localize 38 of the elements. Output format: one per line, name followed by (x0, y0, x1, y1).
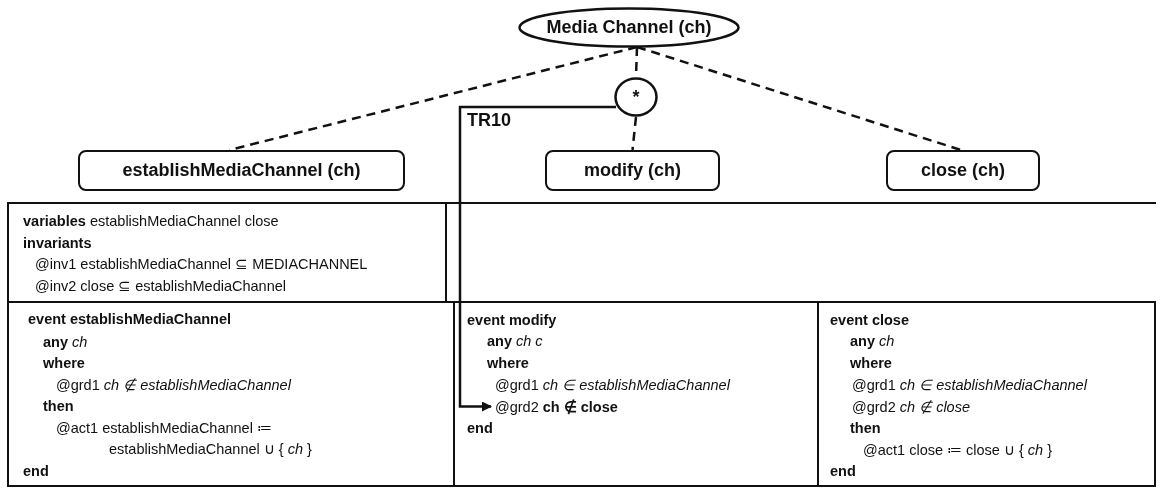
event-cell (7, 301, 455, 487)
code-line: any ch c (487, 333, 543, 350)
code-line: event modify (467, 312, 557, 329)
context-cell (7, 202, 447, 303)
code-line: @grd1 ch ∈ establishMediaChannel (495, 377, 730, 394)
code-line: @act1 establishMediaChannel ≔ (56, 420, 272, 437)
edge-label: TR10 (467, 110, 511, 131)
code-line: end (830, 463, 856, 480)
node-label: Media Channel (ch) (546, 17, 712, 38)
code-line: invariants (23, 235, 92, 252)
code-line: end (467, 420, 493, 437)
code-line: then (43, 398, 74, 415)
code-line: event establishMediaChannel (28, 311, 232, 328)
code-line: @grd2 ch ∉ close (852, 399, 970, 416)
event-cell (817, 301, 1156, 487)
code-line: any ch (43, 334, 88, 351)
event-box: close (ch) (886, 150, 1040, 191)
code-line: where (43, 355, 85, 372)
arrow (458, 105, 616, 412)
code-line: establishMediaChannel ∪ { ch } (109, 441, 312, 458)
code-line: @inv2 close ⊆ establishMediaChannel (35, 278, 286, 295)
code-line: @grd1 ch ∉ establishMediaChannel (56, 377, 291, 394)
node-label: * (632, 86, 640, 108)
code-line: @inv1 establishMediaChannel ⊆ MEDIACHANNEL (35, 256, 368, 273)
code-line: @grd1 ch ∈ establishMediaChannel (852, 377, 1087, 394)
connector-line (631, 116, 638, 151)
code-line: where (850, 355, 892, 372)
code-line: end (23, 463, 49, 480)
code-line: where (487, 355, 529, 372)
guard-line: @grd2 ch ∉ close (495, 399, 618, 416)
code-line: any ch (850, 333, 895, 350)
event-box: establishMediaChannel (ch) (78, 150, 405, 191)
event-cell (453, 301, 819, 487)
code-line: @act1 close ≔ close ∪ { ch } (863, 442, 1053, 459)
event-box: modify (ch) (545, 150, 720, 191)
code-line: then (850, 420, 881, 437)
code-line: event close (830, 312, 909, 329)
code-line: variables establishMediaChannel close (23, 213, 279, 230)
